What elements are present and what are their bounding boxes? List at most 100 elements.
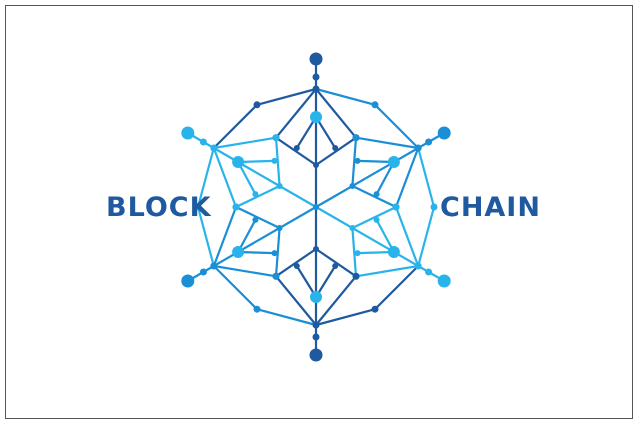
network-inner-edge [237,160,257,196]
network-cell-edge [234,205,281,230]
network-inner-edge [237,159,276,164]
network-terminal-node [309,52,323,66]
network-node [349,225,356,231]
network-ring-edge [212,103,259,150]
network-node [371,305,379,313]
network-cell-edge [274,136,281,188]
network-cell-edge [314,136,358,167]
network-inner-edge [295,115,318,150]
network-inner-edge [356,159,395,164]
network-node [194,203,202,211]
network-core-edge [314,194,337,209]
network-spoke [202,140,298,198]
network-node [271,157,278,164]
network-hub-node [387,156,400,168]
network-hub-node [310,111,322,123]
network-ring-edge [196,146,215,209]
network-hub-node [232,156,245,168]
network-node [199,138,207,146]
network-node [313,162,319,168]
network-node [210,144,218,152]
network-cell-edge [351,205,398,230]
network-node [293,263,300,269]
network-cell-edge [212,136,278,150]
network-node [430,203,438,211]
network-terminal-node [181,126,195,140]
network-cell-edge [354,264,420,278]
network-node [392,203,400,211]
network-ring-edge [314,308,377,327]
network-node [312,333,320,341]
network-node [414,144,422,152]
network-ring-edge [373,103,420,150]
network-inner-edge [375,160,395,196]
network-node [349,183,356,189]
network-ring-edge [314,87,377,106]
block-label: BLOCK [106,192,212,223]
network-hub-node [310,291,322,303]
network-inner-edge [314,115,337,150]
network-spoke [202,216,298,274]
network-node [354,157,361,164]
network-inner-edge [237,218,257,254]
network-core-edge [314,205,337,220]
network-terminal-node [181,274,195,288]
network-core-edge [295,205,318,220]
network-terminal-node [309,348,323,362]
network-node [253,101,261,109]
network-core-edge [295,194,318,209]
network-node [332,145,339,151]
network-terminal-node [437,126,451,140]
network-node [272,134,280,142]
network-cell-edge [351,226,358,278]
network-cell-edge [234,184,281,209]
network-inner-edge [314,264,337,299]
network-inner-edge [356,250,395,255]
network-node [371,101,379,109]
network-node [425,138,433,146]
network-node [252,216,259,223]
network-cell-edge [274,275,318,327]
network-spoke [334,216,430,274]
network-node [312,85,320,93]
network-node [271,250,278,257]
network-cell-edge [394,146,420,209]
network-cell-edge [274,87,318,139]
network-node [414,262,422,270]
network-ring-edge [417,205,436,268]
network-node [373,216,380,223]
network-cell-edge [212,205,238,268]
network-cell-edge [212,264,278,278]
network-node [373,191,380,198]
network-node [312,73,320,81]
network-node [210,262,218,270]
network-cell-edge [314,247,358,278]
network-node [199,268,207,276]
network-ring-edge [212,264,259,311]
network-ring-edge [373,264,420,311]
network-node [425,268,433,276]
network-node [253,305,261,313]
chain-label: CHAIN [440,192,541,223]
network-cell-edge [212,146,238,209]
network-ring-edge [255,308,318,327]
network-cell-edge [354,136,420,150]
network-hub-node [387,246,400,258]
network-ring-edge [417,146,436,209]
network-cell-edge [274,136,318,167]
network-node [352,134,360,142]
network-node [232,203,240,211]
network-node [332,263,339,269]
network-spoke [334,140,430,198]
network-node [352,272,360,280]
network-ring-edge [255,87,318,106]
network-hub-node [232,246,245,258]
network-inner-edge [375,218,395,254]
network-ring-edge [196,205,215,268]
network-inner-edge [237,250,276,255]
network-node [252,191,259,198]
network-node [272,272,280,280]
network-node [276,183,283,189]
network-cell-edge [351,184,398,209]
